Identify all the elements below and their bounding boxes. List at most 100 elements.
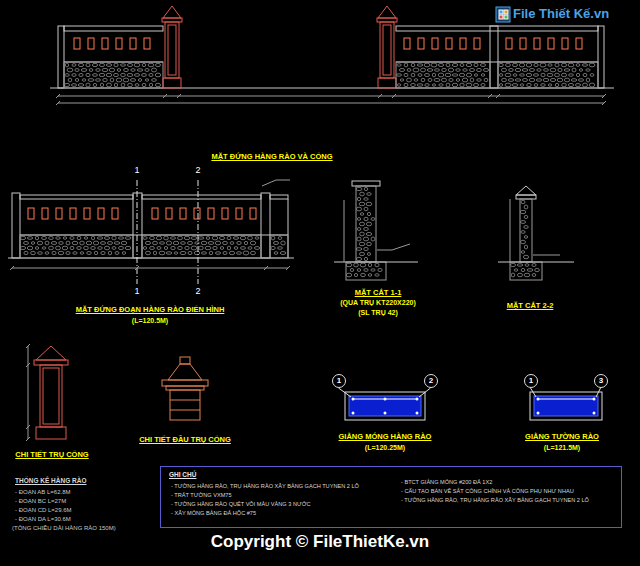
- stone: [586, 69, 590, 71]
- wall-opening: [112, 208, 118, 219]
- stone: [434, 69, 439, 72]
- stone: [58, 251, 64, 254]
- stone: [82, 79, 86, 82]
- stone: [540, 63, 546, 67]
- wall-opening: [236, 208, 242, 219]
- stone: [547, 73, 553, 76]
- dimension-tick: [392, 94, 396, 98]
- stone: [502, 68, 507, 72]
- stone: [64, 83, 69, 86]
- pillar-band: [377, 18, 397, 22]
- dimension-line: [12, 268, 288, 269]
- stone: [135, 84, 139, 87]
- stone: [469, 68, 474, 71]
- leader-line: [392, 244, 410, 250]
- wall-opening: [166, 208, 172, 219]
- stone: [586, 78, 590, 82]
- leader-line: [377, 250, 392, 251]
- stone: [251, 251, 256, 255]
- stone: [97, 237, 103, 239]
- stone: [155, 73, 160, 77]
- wall-pier: [261, 193, 270, 258]
- stone: [361, 273, 366, 276]
- stone: [543, 78, 549, 81]
- stone: [106, 64, 111, 67]
- stone: [558, 68, 562, 71]
- stone: [51, 242, 56, 245]
- stone: [411, 63, 415, 67]
- callout-circle: 1: [332, 374, 346, 388]
- wall-opening: [74, 38, 80, 49]
- pillar-base: [163, 78, 181, 88]
- stone: [421, 68, 426, 72]
- stone: [521, 200, 525, 203]
- stone: [441, 78, 446, 82]
- dimension-tick: [602, 101, 606, 105]
- stone: [107, 83, 112, 87]
- stone: [359, 242, 365, 246]
- stone: [452, 63, 458, 66]
- wall-cap-top: [516, 186, 536, 195]
- stone: [519, 63, 524, 67]
- stone: [499, 74, 503, 77]
- pillar-body: [380, 22, 394, 78]
- stone-foundation: [520, 199, 532, 262]
- stone: [368, 274, 372, 277]
- logo-square: [504, 15, 508, 19]
- pillar-cap: [163, 6, 181, 18]
- dimension-line: [58, 96, 604, 97]
- stone: [219, 236, 224, 239]
- stone: [134, 74, 139, 77]
- stone: [92, 63, 97, 66]
- stone: [78, 63, 83, 66]
- stone: [404, 73, 408, 76]
- pillar-panel: [168, 25, 176, 75]
- stone: [278, 237, 282, 240]
- stone: [564, 69, 570, 72]
- stone: [77, 236, 81, 239]
- stone: [364, 257, 367, 260]
- stone: [375, 263, 379, 267]
- notes-heading: GHI CHÚ: [169, 471, 196, 478]
- pillar-cap: [378, 6, 396, 18]
- stone: [106, 73, 112, 76]
- stone: [421, 78, 425, 81]
- cap-neck: [170, 390, 200, 420]
- wall-cap: [270, 195, 288, 199]
- wall-opening: [418, 38, 424, 49]
- stone: [534, 84, 538, 87]
- stone: [424, 73, 429, 76]
- dimension-tick: [26, 437, 30, 441]
- stone: [578, 79, 583, 82]
- stone: [555, 83, 558, 86]
- stone: [65, 74, 70, 77]
- stone: [424, 63, 430, 67]
- stone: [524, 205, 528, 209]
- stone: [499, 84, 502, 87]
- stone: [151, 68, 156, 72]
- stone: [209, 251, 213, 254]
- stone: [45, 252, 49, 255]
- stone: [178, 236, 183, 240]
- stone: [212, 236, 218, 240]
- view-title: MẶT ĐỨNG ĐOẠN HÀNG RÀO ĐIỂN HÌNH: [76, 306, 225, 314]
- stone: [41, 236, 46, 239]
- stone: [434, 78, 440, 81]
- stone: [122, 252, 126, 255]
- callout-number: 2: [429, 376, 433, 385]
- stone: [230, 242, 234, 245]
- stone: [185, 246, 189, 249]
- stone: [404, 63, 408, 67]
- stone: [466, 63, 472, 66]
- stone: [557, 78, 563, 82]
- stone: [56, 246, 61, 250]
- wall-opening: [180, 208, 186, 219]
- callout-number: 1: [337, 376, 341, 385]
- stone: [460, 83, 464, 87]
- stone: [174, 252, 178, 254]
- stone: [356, 187, 362, 190]
- stone: [346, 263, 352, 266]
- stone: [456, 69, 461, 72]
- stone: [31, 242, 34, 245]
- stone: [199, 246, 203, 250]
